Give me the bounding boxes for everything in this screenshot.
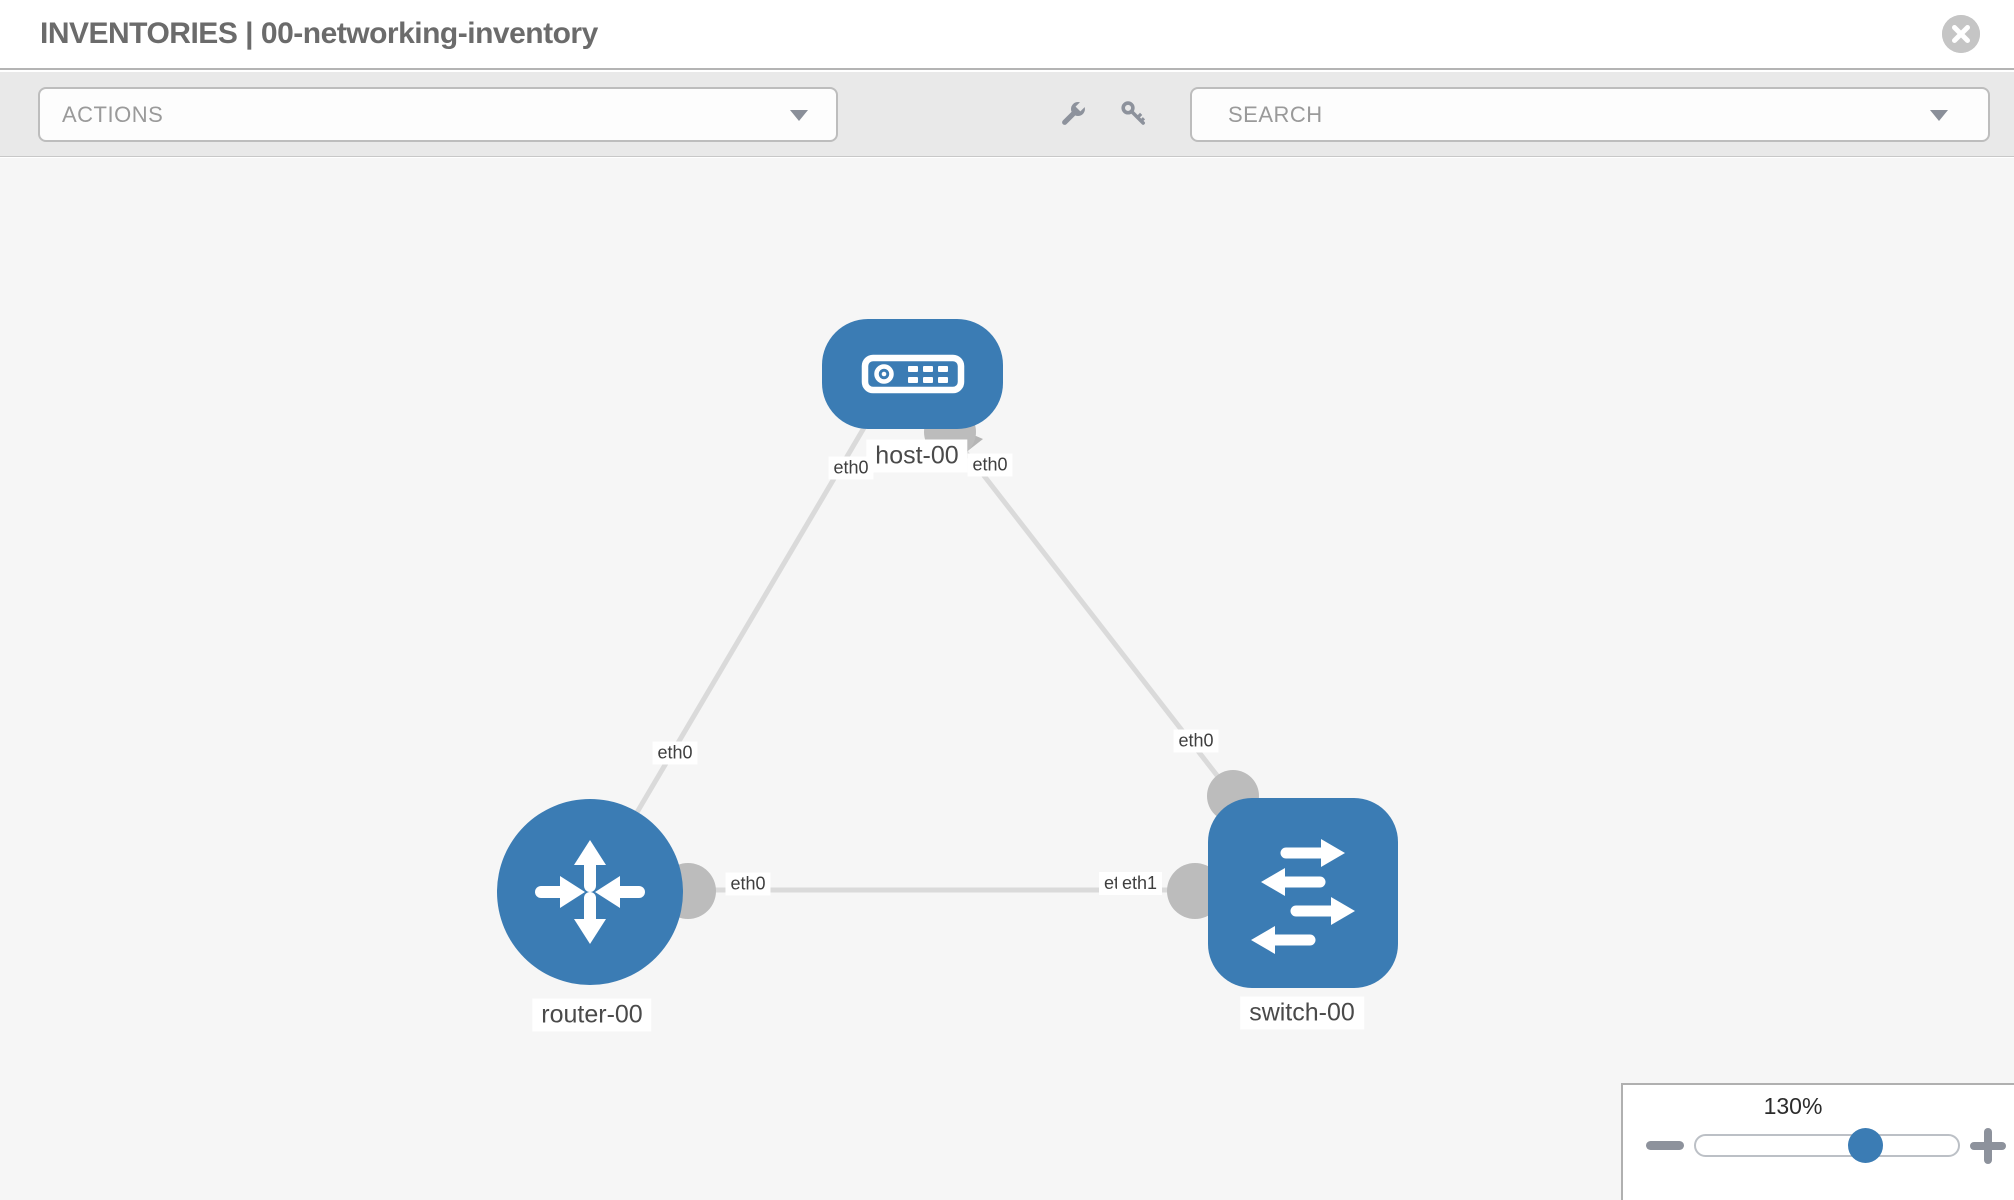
credentials-button[interactable]	[1114, 95, 1154, 135]
wrench-icon	[1062, 100, 1087, 125]
toolbar: ACTIONS SEARCH	[0, 72, 2014, 157]
links-layer	[587, 406, 1259, 919]
interface-label-host-switch-tgt: eth0	[1173, 729, 1219, 753]
router-icon	[535, 840, 645, 944]
search-dropdown[interactable]: SEARCH	[1190, 87, 1990, 142]
interface-label-router-switch-src: eth0	[725, 872, 771, 896]
node-label-router: router-00	[532, 998, 652, 1032]
chevron-down-icon	[790, 109, 808, 121]
key-icon	[1121, 101, 1146, 125]
interface-label-host-router-tgt: eth0	[652, 741, 698, 765]
node-host-00[interactable]	[822, 319, 1003, 429]
actions-dropdown[interactable]: ACTIONS	[38, 87, 838, 142]
interface-label-host-switch-src: eth0	[967, 453, 1013, 477]
interface-label-router-switch-tgt: eth1	[1117, 872, 1163, 895]
close-button[interactable]	[1942, 15, 1980, 53]
node-switch-00[interactable]	[1208, 798, 1398, 988]
plus-icon	[1984, 1128, 1992, 1164]
node-router-00[interactable]	[497, 799, 683, 985]
node-label-host: host-00	[866, 439, 968, 473]
switch-icon	[1251, 839, 1355, 954]
zoom-slider-track[interactable]	[1694, 1134, 1960, 1157]
zoom-control-panel: 130%	[1621, 1083, 2014, 1200]
zoom-in-button[interactable]	[1969, 1127, 2007, 1165]
zoom-out-button[interactable]	[1646, 1141, 1684, 1150]
actions-dropdown-label: ACTIONS	[62, 101, 164, 127]
chevron-down-icon	[1930, 109, 1948, 121]
page-title: INVENTORIES | 00-networking-inventory	[40, 17, 598, 50]
topology-canvas[interactable]: host-00 router-00 switch-00 eth0 eth0 et…	[0, 158, 2014, 1200]
tools-button[interactable]	[1052, 95, 1092, 135]
interface-label-host-router-src: eth0	[828, 456, 874, 480]
zoom-level-value: 130%	[1763, 1093, 1823, 1119]
node-label-switch: switch-00	[1240, 996, 1364, 1030]
close-icon	[1942, 15, 1980, 53]
host-icon	[861, 354, 964, 394]
zoom-slider-thumb[interactable]	[1848, 1128, 1883, 1163]
search-dropdown-label: SEARCH	[1228, 101, 1323, 127]
header-bar: INVENTORIES | 00-networking-inventory	[0, 0, 2014, 70]
